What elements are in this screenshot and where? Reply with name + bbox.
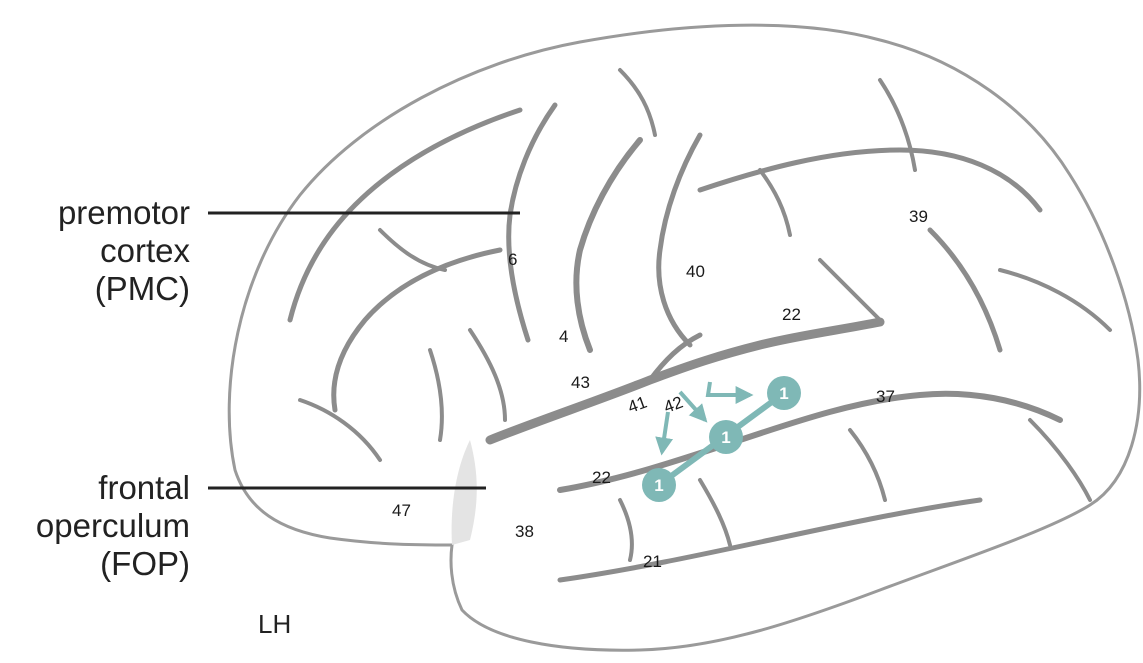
- area-4: 4: [559, 327, 568, 346]
- pathway-arrow-2: [678, 390, 708, 423]
- sulci: [287, 68, 1112, 583]
- svg-text:1: 1: [654, 476, 663, 495]
- auditory-pathway: 1 1 1: [642, 376, 801, 502]
- area-39: 39: [909, 207, 928, 226]
- fop-label-line-1: frontal: [98, 469, 190, 506]
- fop-region-shade: [451, 440, 477, 545]
- area-22-upper: 22: [782, 305, 801, 324]
- area-21: 21: [643, 552, 662, 571]
- pmc-label-line-1: premotor: [57, 194, 190, 231]
- pathway-node-3: 1: [642, 468, 676, 502]
- fop-label-line-2: operculum: [35, 507, 190, 544]
- pathway-arrow-3: [655, 411, 674, 456]
- pmc-label-line-2: cortex: [100, 232, 190, 269]
- pathway-arrow-1: [705, 381, 754, 404]
- pathway-node-1: 1: [767, 376, 801, 410]
- area-47: 47: [392, 501, 411, 520]
- area-38: 38: [515, 522, 534, 541]
- area-6: 6: [508, 250, 517, 269]
- fop-label: frontal operculum (FOP): [0, 469, 190, 583]
- pmc-label: premotor cortex (PMC): [0, 194, 190, 308]
- area-37: 37: [876, 387, 895, 406]
- svg-text:1: 1: [779, 384, 788, 403]
- brodmann-area-labels: 6 4 43 41 42 40 39 22 37 22 38 21 47: [392, 207, 928, 571]
- area-40: 40: [686, 262, 705, 281]
- pathway-node-2: 1: [709, 420, 743, 454]
- fop-label-line-3: (FOP): [100, 545, 190, 582]
- svg-text:1: 1: [721, 428, 730, 447]
- area-43: 43: [571, 373, 590, 392]
- hemisphere-label: LH: [258, 609, 292, 639]
- pmc-label-line-3: (PMC): [94, 270, 190, 307]
- area-22-lower: 22: [592, 468, 611, 487]
